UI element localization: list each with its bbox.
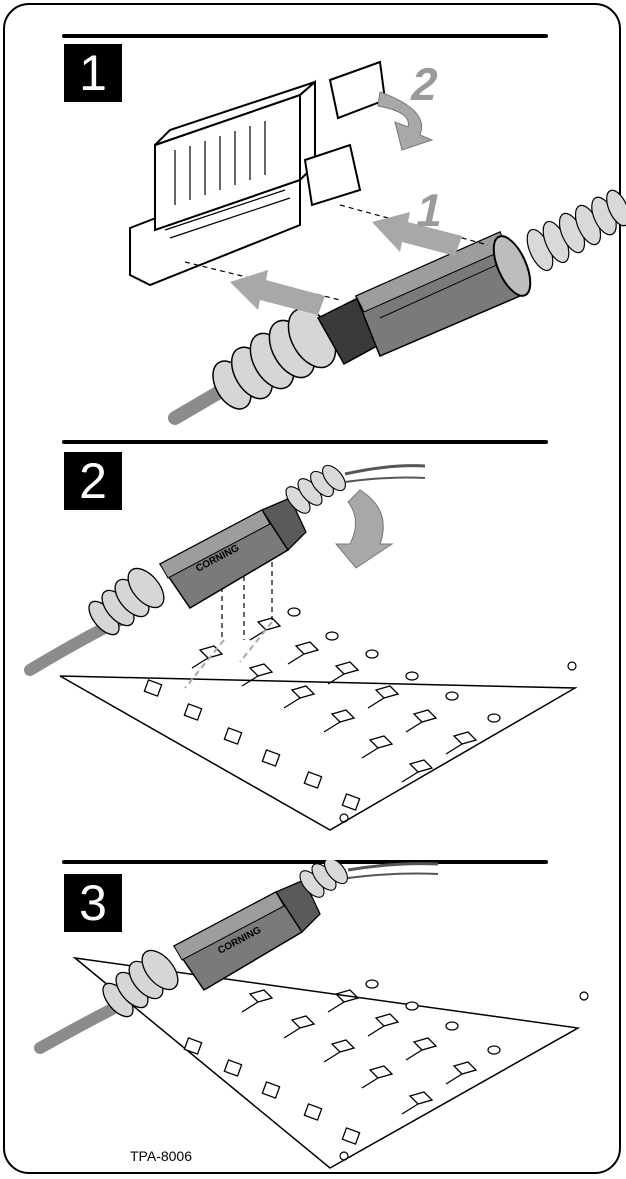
circuit-board-seated xyxy=(72,956,581,1169)
step-3-illustration: CORNING xyxy=(0,860,626,1179)
step-2-rule xyxy=(62,440,548,444)
step-2-badge: 2 xyxy=(64,452,122,510)
step-1-number: 1 xyxy=(79,45,107,101)
step-1-illustration: 2 1 xyxy=(0,0,626,430)
insert-arrow-upper xyxy=(372,212,462,256)
figure-code: TPA-8006 xyxy=(130,1148,192,1164)
step-1-rule xyxy=(62,34,548,38)
arrow-label-2: 2 xyxy=(407,58,444,109)
step-2-illustration: CORNING xyxy=(0,440,626,850)
arrow-label-1: 1 xyxy=(412,184,449,235)
step-3-rule xyxy=(62,860,548,864)
step-2-drawing: CORNING xyxy=(24,464,578,831)
connector-boot xyxy=(212,307,337,410)
adapter-housing xyxy=(129,60,387,287)
step-3-number: 3 xyxy=(79,875,107,931)
diagram-frame xyxy=(3,3,621,1174)
step-1-badge: 1 xyxy=(64,44,122,102)
step-3-badge: 3 xyxy=(64,874,122,932)
insert-arrow-lower xyxy=(230,270,325,315)
rotate-arrow xyxy=(377,91,434,151)
step-2-number: 2 xyxy=(79,453,107,509)
step-3-drawing: CORNING xyxy=(34,860,589,1169)
step-1-drawing: 2 1 xyxy=(129,58,626,425)
rotate-down-arrow xyxy=(334,489,394,569)
circuit-board xyxy=(59,675,578,831)
